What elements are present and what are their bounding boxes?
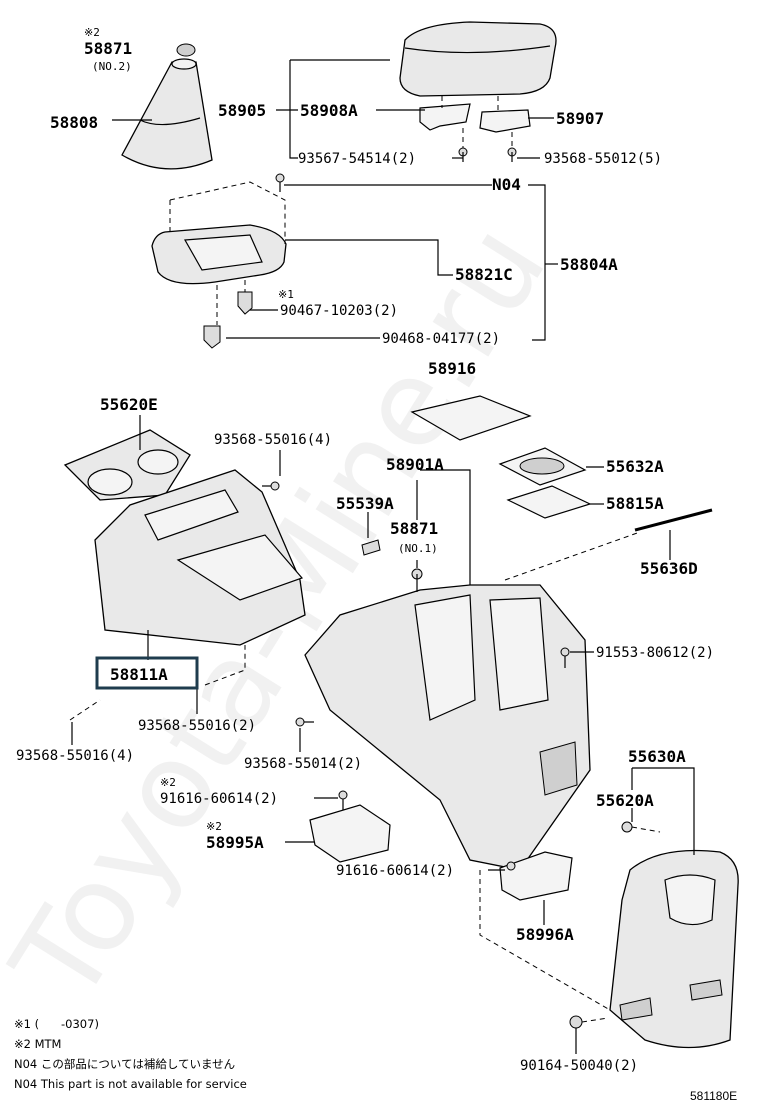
clip-90467-part [237,291,253,315]
upper-console-panel-part [94,469,306,646]
footnote-3: N04 この部品については補給していません [14,1057,235,1071]
n04-clip-part [275,173,285,192]
lid-screw-right-part [507,147,517,162]
label-58996A: 58996A [516,925,574,944]
rear-panel-clip-part [621,821,633,833]
clip-90468-part [203,325,221,349]
rear-console-panel-part [609,849,739,1049]
cup-holder-part [63,429,191,501]
label-93568-55016-mid: 93568-55016(2) [138,718,256,734]
lid-hinge-left-part [419,103,471,131]
footnote-2: ※2 MTM [14,1037,61,1051]
label-58916: 58916 [428,359,476,378]
label-58871-mid-sub: (NO.1) [398,542,438,555]
label-58908A: 58908A [300,101,358,120]
label-55630A: 55630A [628,747,686,766]
footnote-1: ※1 ( -0307) [14,1017,99,1031]
label-58804A: 58804A [560,255,618,274]
footnote-4: N04 This part is not available for servi… [14,1077,247,1091]
bracket-screw-b-part [506,861,516,871]
console-sheet-part [506,485,592,519]
label-90467-note: ※1 [278,288,294,301]
label-91616-60614-a: 91616-60614(2) [160,791,278,807]
console-pad-part [498,447,587,486]
main-console-box-part [304,584,591,871]
shift-panel-part [151,181,287,285]
bracket-58995A-part [309,804,391,863]
label-58871-top-sub: (NO.2) [92,60,132,73]
label-58821C: 58821C [455,265,513,284]
bracket-58996A-part [499,851,573,901]
console-mat-part [410,395,532,441]
upper-panel-screw-part [262,481,280,491]
label-93568-55016-top: 93568-55016(4) [214,432,332,448]
console-lid-part [399,21,557,97]
label-90468-04177: 90468-04177(2) [382,331,500,347]
label-58905: 58905 [218,101,266,120]
label-90164-50040: 90164-50040(2) [520,1058,638,1074]
label-55620A: 55620A [596,791,654,810]
console-latch-part [361,539,381,556]
label-58907: 58907 [556,109,604,128]
label-91616-a-note: ※2 [160,776,176,789]
label-91553-80612: 91553-80612(2) [596,645,714,661]
label-58995A: 58995A [206,833,264,852]
label-90467-10203: 90467-10203(2) [280,303,398,319]
console-clip-part [411,568,423,592]
label-58871-top-note: ※2 [84,26,100,39]
label-58871-top: 58871 [84,39,132,58]
console-rod-part [634,508,713,532]
label-93567-54514: 93567-54514(2) [298,151,416,167]
lid-hinge-right-part [479,109,531,133]
lid-screw-left-part [458,147,468,162]
label-58815A: 58815A [606,494,664,513]
selected-part-highlight [95,656,199,690]
diagram-code: 581180E [690,1089,737,1103]
leader-lines [71,59,695,1054]
label-58811A: 58811A [110,665,168,684]
label-93568-55012: 93568-55012(5) [544,151,662,167]
label-55632A: 55632A [606,457,664,476]
label-58871-mid: 58871 [390,519,438,538]
label-91616-60614-b: 91616-60614(2) [336,863,454,879]
label-58995A-note: ※2 [206,820,222,833]
label-55539A: 55539A [336,494,394,513]
shift-boot-part [121,58,213,170]
label-55636D: 55636D [640,559,698,578]
label-N04: N04 [492,175,521,194]
rear-panel-screw-part [569,1015,583,1029]
label-58808: 58808 [50,113,98,132]
bracket-screw-a-part [338,790,348,810]
label-58901A: 58901A [386,455,444,474]
label-93568-55016-left: 93568-55016(4) [16,748,134,764]
label-55620E: 55620E [100,395,158,414]
console-screw-right-part [560,647,570,668]
console-screw-front-part [295,717,314,727]
label-93568-55014: 93568-55014(2) [244,756,362,772]
shift-boot-cap-part [176,43,196,57]
